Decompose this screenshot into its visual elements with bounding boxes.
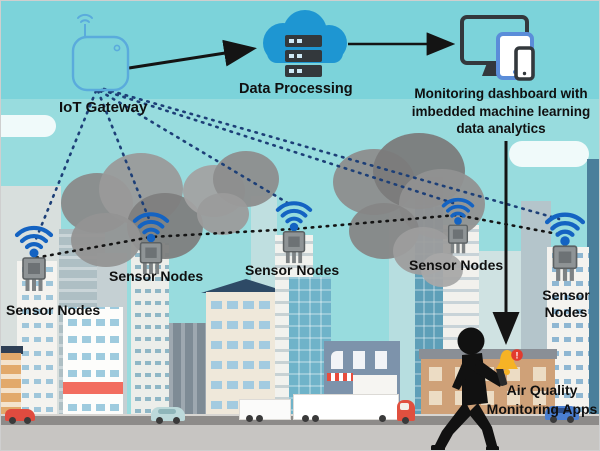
white-cloud <box>509 141 589 167</box>
sensor2-label: Sensor Nodes <box>109 268 204 284</box>
sidewalk <box>1 425 599 450</box>
awning <box>327 373 353 381</box>
blue-car <box>545 406 579 423</box>
processing-label: Data Processing <box>239 81 353 97</box>
dashboard-label-line3: data analytics <box>456 121 546 136</box>
sensor1-label: Sensor Nodes <box>6 302 101 318</box>
apps-label: Air Quality Monitoring Apps <box>482 381 599 419</box>
red-car <box>5 409 35 424</box>
dashboard-label: Monitoring dashboard with imbedded machi… <box>401 85 599 138</box>
shop-windows <box>429 367 547 381</box>
red-banner <box>63 382 123 394</box>
sensor5-label: Sensor Nodes <box>537 287 595 321</box>
dashboard-label-line2: imbedded machine learning <box>411 103 591 119</box>
building-sensor-tower <box>17 261 57 421</box>
sensor4-label: Sensor Nodes <box>409 257 504 273</box>
apps-label-line1: Air Quality <box>506 382 578 398</box>
shop-windows <box>331 351 393 369</box>
truck-trailer <box>239 399 291 422</box>
dashboard-label-line1: Monitoring dashboard with <box>414 86 588 101</box>
sensor3-label: Sensor Nodes <box>245 262 340 278</box>
small-shop <box>1 353 21 416</box>
teal-car <box>151 407 185 424</box>
white-cloud <box>1 115 56 137</box>
apps-label-line2: Monitoring Apps <box>486 401 598 417</box>
sensor5-label-line1: Sensor <box>542 287 590 303</box>
building <box>587 159 599 421</box>
smoke-cloud <box>71 213 141 267</box>
shop-building <box>419 349 557 359</box>
small-shop <box>1 346 23 354</box>
building <box>63 307 123 421</box>
smoke-cloud <box>197 193 249 235</box>
sensor5-label-line2: Nodes <box>544 304 588 320</box>
truck-trailer <box>293 394 399 422</box>
gateway-label: IoT Gateway <box>59 99 148 116</box>
truck-cab <box>397 400 415 424</box>
